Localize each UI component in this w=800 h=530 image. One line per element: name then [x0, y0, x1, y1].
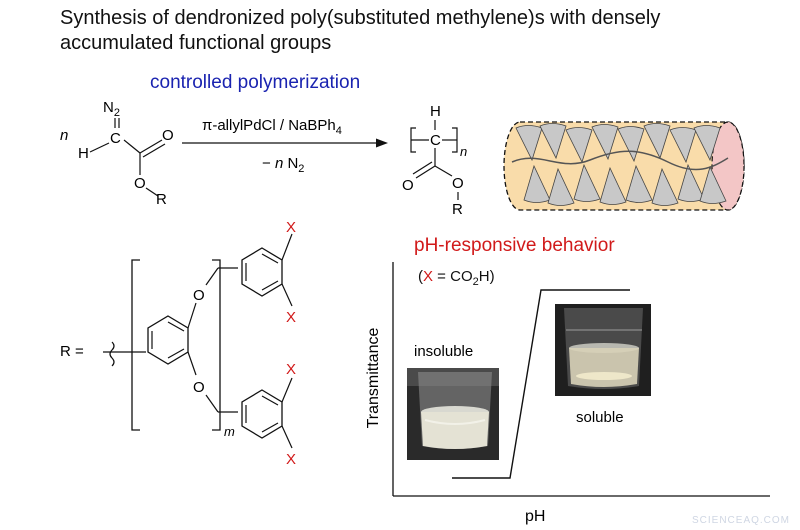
dendron-cone-lower [599, 166, 627, 205]
bond-ring-o-lower [187, 351, 197, 376]
r-equals-label: R = [60, 343, 84, 360]
bond-upper-x1 [281, 233, 293, 261]
x-symbol: X [423, 268, 434, 285]
x-label-2: X [286, 309, 296, 326]
bond-o-ch2-lower [205, 394, 219, 413]
dendron-cone-upper [539, 123, 567, 160]
x-definition: (X = CO2H) [418, 268, 495, 288]
polymer-ester-oxygen: O [452, 175, 464, 192]
ester-oxygen-label: O [134, 175, 146, 192]
dendron-cones [515, 123, 727, 206]
bond-h-c [89, 142, 110, 153]
polymer-r-label: R [452, 201, 463, 218]
lower-ring-double-2 [261, 422, 279, 433]
dendron-cone-upper [591, 124, 619, 161]
dendron-cone-lower [573, 163, 601, 202]
dendron-cone-upper [565, 127, 593, 164]
lower-ring-double-1 [261, 395, 279, 406]
figure-title: Synthesis of dendronized poly(substitute… [60, 6, 660, 56]
soluble-label: soluble [576, 409, 624, 426]
soluble-vial-photo [555, 304, 651, 396]
upper-ring-double-1 [261, 253, 279, 264]
x-label-3: X [286, 361, 296, 378]
title-line-1: Synthesis of dendronized poly(substitute… [60, 7, 661, 29]
monomer-coefficient: n [60, 127, 68, 144]
dendronized-polymer-cylinder [503, 121, 745, 211]
x-axis-label: pH [525, 508, 545, 525]
dendron-bracket-left [131, 259, 140, 431]
watermark: SCIENCEAQ.COM [691, 515, 790, 526]
insoluble-vial-photo [407, 368, 499, 460]
y-axis-label: Transmittance [365, 328, 382, 429]
polymer-carbonyl-oxygen: O [402, 177, 414, 194]
dendron-cone-upper [693, 125, 721, 162]
carbonyl-oxygen-label: O [162, 127, 174, 144]
dendron-cone-upper [643, 123, 671, 160]
polymer-backbone-curve [511, 150, 729, 171]
central-ring-double-1 [167, 321, 185, 332]
insoluble-label: insoluble [414, 343, 473, 360]
ether-oxygen-upper: O [193, 287, 205, 304]
polymer-hydrogen-label: H [430, 103, 441, 120]
byproduct-label: − n N2 [262, 155, 304, 175]
upper-ring-double-2 [261, 280, 279, 291]
reagent-label: π-allylPdCl / NaBPh4 [202, 117, 342, 137]
carbon-label: C [110, 130, 121, 147]
bond-carbonyl-1 [139, 139, 163, 154]
ether-oxygen-lower: O [193, 379, 205, 396]
bond-upper-x2 [281, 283, 293, 307]
hydrogen-label: H [78, 145, 89, 162]
controlled-polymerization-label: controlled polymerization [150, 72, 361, 93]
dendron-cone-upper [617, 126, 645, 163]
x-label-4: X [286, 451, 296, 468]
polymer-bond-c-o [434, 165, 453, 177]
bond-lower-x2 [281, 425, 293, 449]
transmittance-curve [452, 289, 630, 479]
bond-carbonyl-2 [142, 143, 166, 158]
dendron-cone-lower [651, 167, 679, 206]
bond-ring-o-upper [187, 302, 197, 329]
bond-lower-x1 [281, 377, 293, 403]
n2-label: N2 [103, 99, 120, 119]
polymer-n-label: n [460, 144, 467, 159]
wavy-bond [109, 341, 115, 367]
dendron-bracket-right [212, 259, 221, 431]
polymer-bond-carbonyl-2 [412, 161, 433, 175]
dendron-cone-lower [625, 164, 653, 203]
reaction-arrowhead [376, 138, 388, 148]
bond-c-carbonyl [123, 139, 141, 154]
ph-responsive-title: pH-responsive behavior [414, 235, 615, 256]
polymer-carbon-label: C [430, 132, 441, 149]
dendron-cone-lower [547, 167, 575, 206]
title-line-2: accumulated functional groups [60, 32, 332, 54]
polymer-bond-carbonyl-1 [415, 165, 436, 179]
central-ring-double-2 [167, 348, 185, 359]
bond-o-r [145, 187, 159, 197]
x-label-1: X [286, 219, 296, 236]
m-label: m [224, 424, 235, 439]
r-group-label: R [156, 191, 167, 208]
bond-o-ch2-upper [205, 267, 219, 286]
dendron-cone-lower [699, 165, 727, 204]
